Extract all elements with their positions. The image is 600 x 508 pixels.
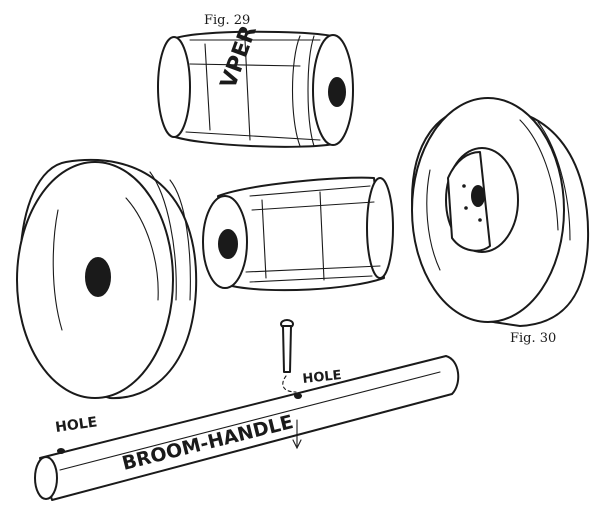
hole-label-left: HOLE: [54, 414, 98, 436]
left-pin-hole: [57, 448, 65, 454]
right-wheel-axle-hole: [471, 185, 485, 207]
middle-spool-bore-hole: [218, 229, 238, 259]
hole-label-right: HOLE: [302, 368, 342, 387]
spool-bore-hole: [328, 77, 346, 107]
broom-handle-rod: [34, 355, 460, 501]
pin: [280, 319, 297, 393]
left-wheel-axle-hole: [85, 257, 111, 297]
right-pin-hole: [294, 393, 302, 399]
spool-cylinder: VPER: [157, 22, 354, 148]
fig-29-caption: Fig. 29: [204, 13, 250, 28]
middle-spool: [202, 176, 394, 292]
left-wheel: [16, 158, 198, 400]
fig-30-caption: Fig. 30: [510, 331, 556, 346]
right-wheel: [411, 97, 590, 327]
